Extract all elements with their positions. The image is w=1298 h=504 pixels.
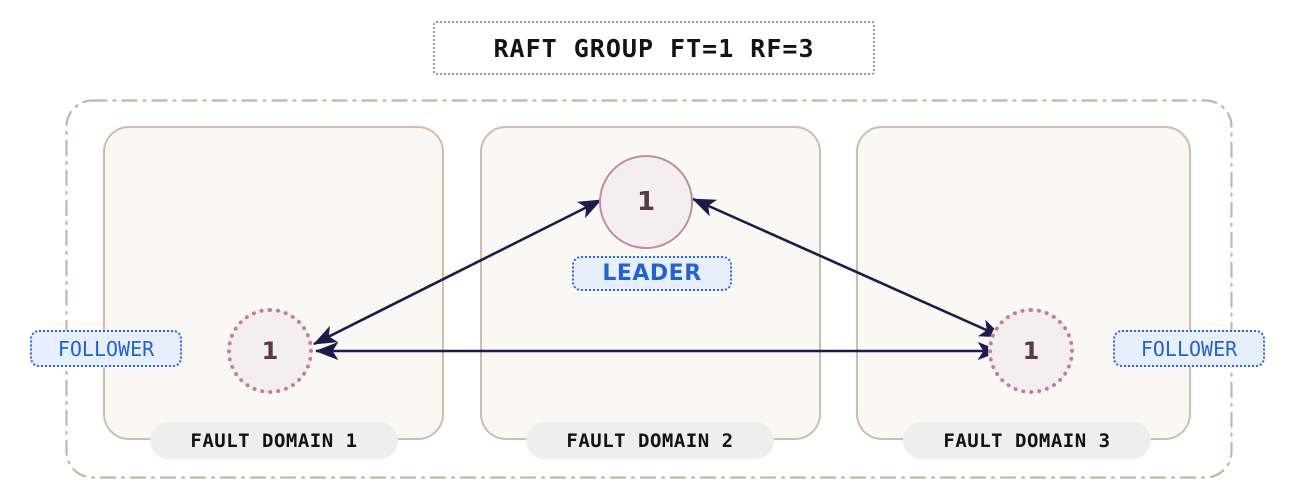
role-badge-follower-3: FOLLOWER xyxy=(1113,330,1265,367)
raft-group-boundary xyxy=(65,99,1233,479)
role-badge-follower-1-label: FOLLOWER xyxy=(57,336,155,361)
fault-domain-label-2: FAULT DOMAIN 2 xyxy=(526,422,774,459)
fault-domain-label-3-text: FAULT DOMAIN 3 xyxy=(943,429,1111,452)
fault-domain-label-3: FAULT DOMAIN 3 xyxy=(903,422,1151,459)
node-follower-3[interactable]: 1 xyxy=(988,308,1074,394)
fault-domain-label-1-text: FAULT DOMAIN 1 xyxy=(190,429,358,452)
node-follower-1-value: 1 xyxy=(261,337,279,365)
role-badge-leader-label: LEADER xyxy=(602,261,702,286)
page-title: RAFT GROUP FT=1 RF=3 xyxy=(493,33,815,63)
node-leader-value: 1 xyxy=(636,187,656,217)
node-follower-1[interactable]: 1 xyxy=(227,308,313,394)
fault-domain-label-2-text: FAULT DOMAIN 2 xyxy=(566,429,734,452)
role-badge-follower-1: FOLLOWER xyxy=(30,330,182,367)
fault-domain-label-1: FAULT DOMAIN 1 xyxy=(150,422,398,459)
diagram-title-box: RAFT GROUP FT=1 RF=3 xyxy=(433,21,875,75)
node-leader[interactable]: 1 xyxy=(599,155,693,249)
role-badge-follower-3-label: FOLLOWER xyxy=(1140,336,1238,361)
node-follower-3-value: 1 xyxy=(1022,337,1040,365)
role-badge-leader: LEADER xyxy=(572,256,732,291)
